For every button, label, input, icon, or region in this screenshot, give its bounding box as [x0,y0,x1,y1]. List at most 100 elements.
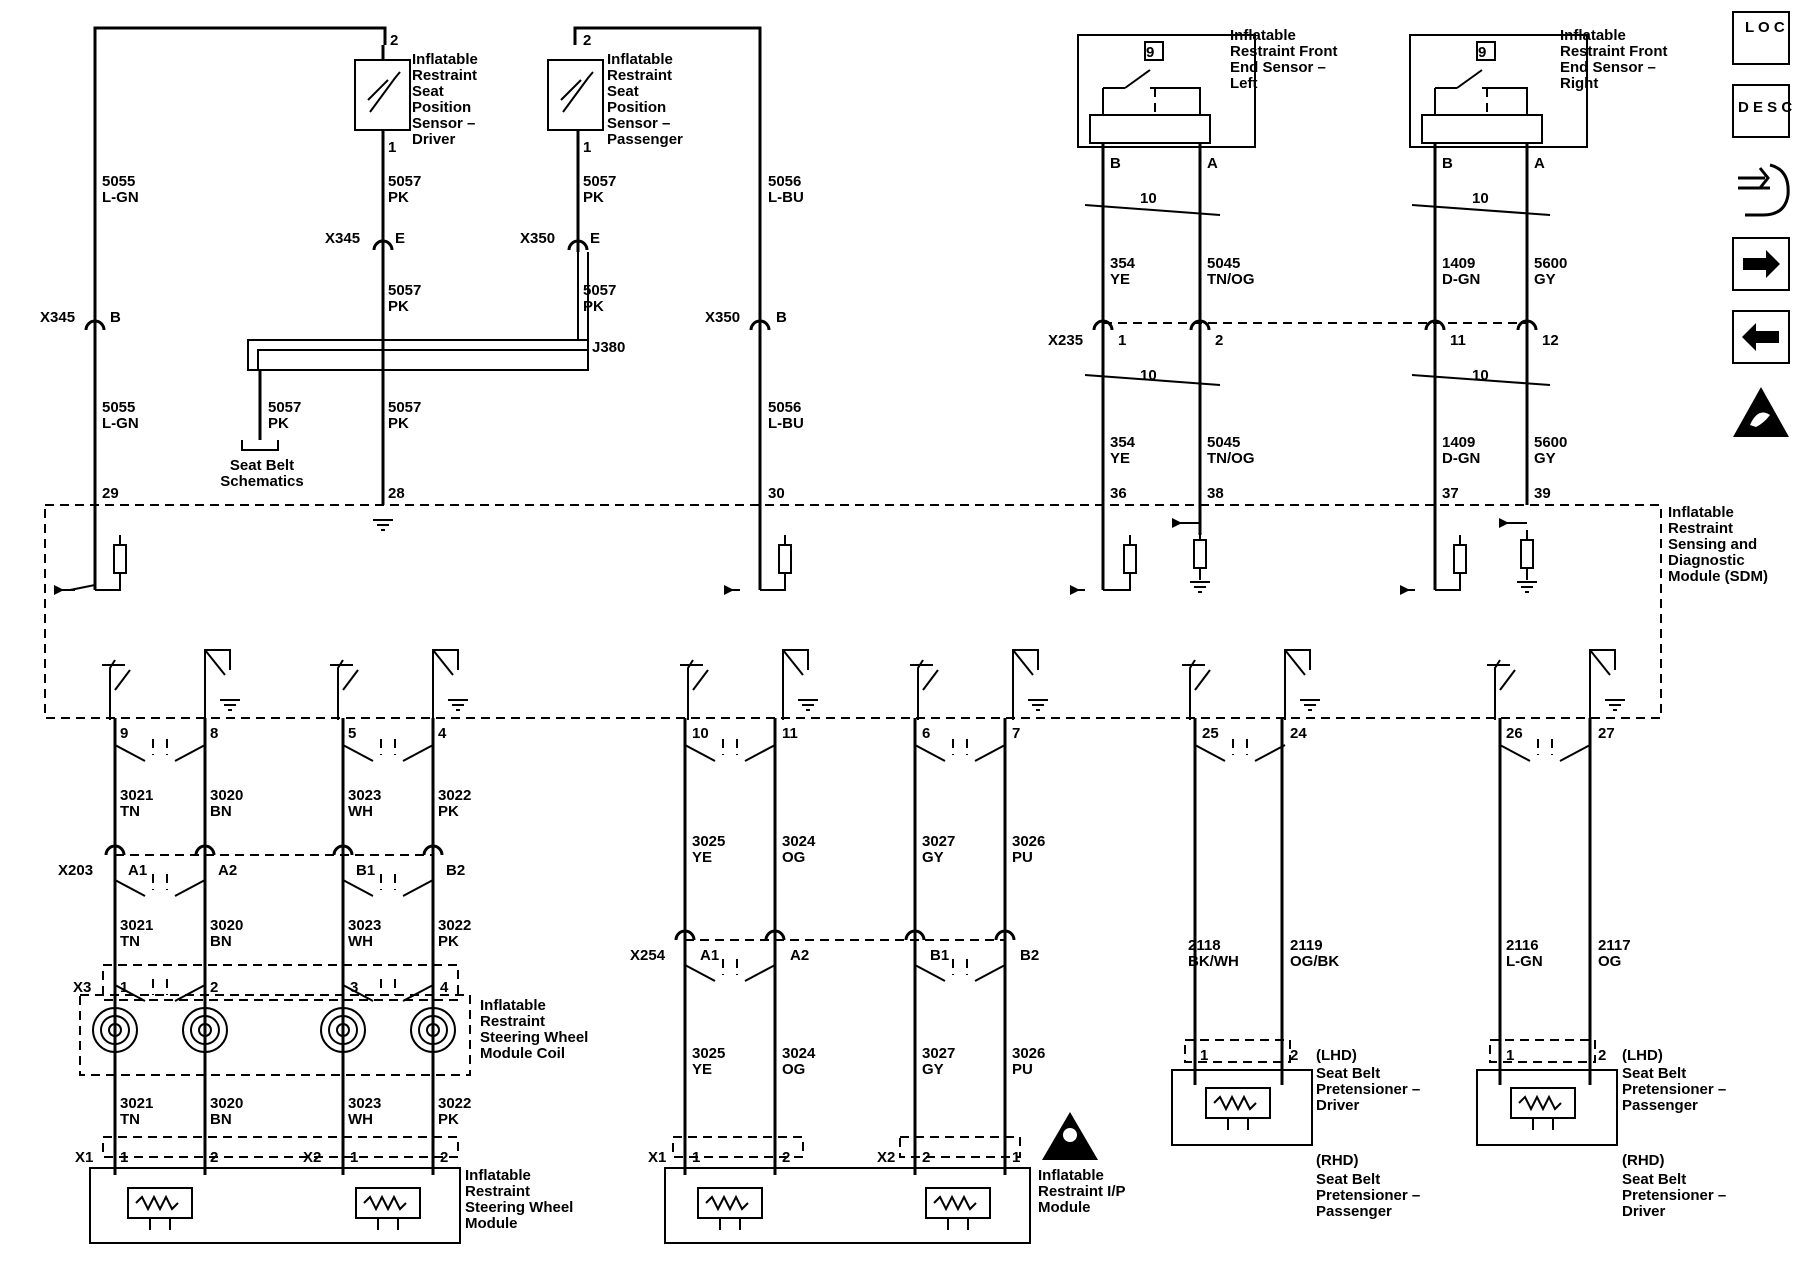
seat-position-sensor-passenger-label: Inflatable Restraint Seat Position Senso… [607,52,683,148]
pin-label: 1 [583,139,591,156]
twist-label: 10 [1140,367,1157,384]
svg-text:8: 8 [210,725,218,742]
svg-text:3020: 3020 [210,1095,243,1112]
wire-color: YE [1110,271,1130,288]
svg-text:TN: TN [120,803,140,820]
svg-text:WH: WH [348,933,373,950]
ip-wires [664,718,1098,1244]
svg-text:OG: OG [782,1061,805,1078]
svg-text:X203: X203 [58,862,93,879]
front-end-sensor-right-graphic [1400,34,1588,595]
svg-text:(RHD): (RHD) [1622,1152,1665,1169]
svg-text:PU: PU [1012,849,1033,866]
wire-number: 5045 [1207,255,1240,272]
svg-text:OG: OG [782,849,805,866]
wire-color: L-GN [102,189,139,206]
svg-text:24: 24 [1290,725,1307,742]
pin-label: A [1207,155,1218,172]
svg-text:(RHD): (RHD) [1316,1152,1359,1169]
pretensioner-right-rhd-label: Seat Belt Pretensioner – Driver [1622,1172,1726,1220]
svg-text:BK/WH: BK/WH [1188,953,1239,970]
desc-button[interactable]: D E S C [1732,84,1792,138]
pin-label: E [590,230,600,247]
svg-text:GY: GY [922,1061,944,1078]
wire-number: 5057 [583,282,616,299]
wire-number: 1409 [1442,434,1475,451]
svg-text:A1: A1 [700,947,719,964]
svg-text:2: 2 [440,1149,448,1166]
svg-text:3021: 3021 [120,1095,153,1112]
wire-color: PK [583,298,604,315]
loc-button[interactable]: L O C [1732,11,1790,65]
twist-label: 10 [1140,190,1157,207]
svg-text:X254: X254 [630,947,666,964]
svg-text:3020: 3020 [210,917,243,934]
svg-text:2: 2 [210,979,218,996]
wire-color: TN/OG [1207,271,1255,288]
svg-text:(LHD): (LHD) [1316,1047,1357,1064]
svg-text:X2: X2 [303,1149,321,1166]
svg-text:L-GN: L-GN [1506,953,1543,970]
svg-text:BN: BN [210,1111,232,1128]
svg-text:3023: 3023 [348,1095,381,1112]
esd-warning-icon[interactable] [1733,387,1789,437]
front-end-sensor-left-graphic [1070,34,1256,595]
svg-text:3023: 3023 [348,787,381,804]
svg-text:B2: B2 [446,862,465,879]
seat-position-sensor-driver-label: Inflatable Restraint Seat Position Senso… [412,52,478,148]
wire-color: L-BU [768,415,804,432]
svg-text:4: 4 [440,979,449,996]
sdm-pin: 38 [1207,485,1224,502]
pretensioner-right-lhd-label: Seat Belt Pretensioner – Passenger [1622,1066,1726,1114]
svg-text:1: 1 [350,1149,358,1166]
connector-icon[interactable] [1738,163,1790,217]
svg-text:GY: GY [922,849,944,866]
pin-label: B [110,309,121,326]
svg-text:2117: 2117 [1598,937,1631,954]
svg-text:6: 6 [922,725,930,742]
svg-text:2118: 2118 [1188,937,1221,954]
svg-text:2: 2 [1598,1047,1606,1064]
svg-text:A2: A2 [218,862,237,879]
prev-arrow-icon[interactable] [1732,310,1790,364]
wire-color: PK [583,189,604,206]
svg-text:PK: PK [438,933,459,950]
wire-number: 354 [1110,434,1136,451]
next-arrow-icon[interactable] [1732,237,1790,291]
seat-belt-schematics-ref[interactable]: Seat Belt Schematics [212,458,312,498]
sensor-badge: 9 [1146,44,1154,61]
svg-text:26: 26 [1506,725,1523,742]
svg-text:A2: A2 [790,947,809,964]
svg-text:2: 2 [210,1149,218,1166]
svg-text:2116: 2116 [1506,937,1539,954]
svg-text:3020: 3020 [210,787,243,804]
wire-number: 5057 [388,399,421,416]
wire-number: 5055 [102,173,135,190]
svg-text:2119: 2119 [1290,937,1323,954]
svg-text:BN: BN [210,803,232,820]
sdm-pin: 36 [1110,485,1127,502]
sensor-badge: 9 [1478,44,1486,61]
sdm-pin: 30 [768,485,785,502]
pretensioner-left-rhd-label: Seat Belt Pretensioner – Passenger [1316,1172,1420,1220]
svg-text:5: 5 [348,725,356,742]
pin-label: B [1442,155,1453,172]
wire-color: GY [1534,450,1556,467]
sdm-pin: 29 [102,485,119,502]
svg-text:B1: B1 [930,947,949,964]
svg-text:BN: BN [210,933,232,950]
steering-module-label: Inflatable Restraint Steering Wheel Modu… [465,1168,573,1232]
svg-text:10: 10 [692,725,709,742]
wire-color: PK [388,298,409,315]
svg-text:B1: B1 [356,862,375,879]
sdm-boundary [44,504,1662,719]
svg-text:X1: X1 [648,1149,666,1166]
svg-text:3022: 3022 [438,917,471,934]
svg-text:27: 27 [1598,725,1615,742]
wire-number: 5055 [102,399,135,416]
svg-text:1: 1 [1506,1047,1514,1064]
svg-text:OG: OG [1598,953,1621,970]
